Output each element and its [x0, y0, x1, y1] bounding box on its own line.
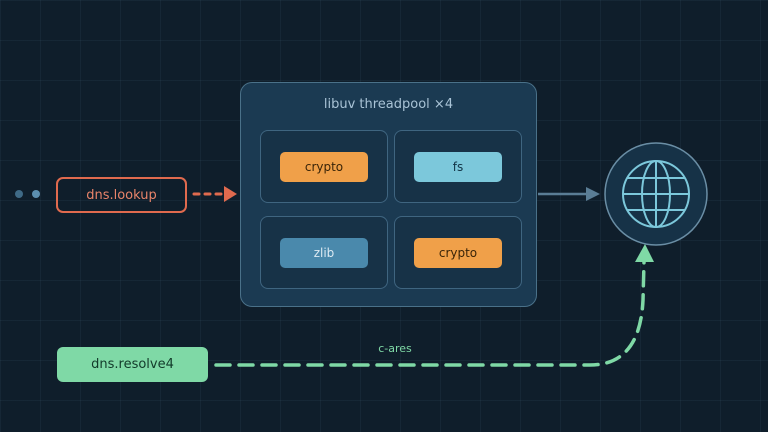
queue-dot [32, 190, 40, 198]
dns-resolve4-label: dns.resolve4 [91, 357, 174, 372]
worker-task-fs: fs [414, 151, 502, 182]
worker-slot: crypto [260, 130, 388, 203]
queue-dot [15, 190, 23, 198]
cares-edge-label: c-ares [378, 342, 412, 355]
pool-to-network-head [586, 187, 600, 201]
worker-task-crypto: crypto [280, 151, 368, 182]
globe-icon [604, 142, 708, 246]
dns-lookup-label: dns.lookup [86, 187, 157, 203]
dns-lookup-node: dns.lookup [56, 177, 187, 213]
dns-resolve4-node: dns.resolve4 [57, 347, 208, 382]
lookup-arrow-head [224, 186, 237, 202]
worker-task-crypto: crypto [414, 237, 502, 268]
worker-task-zlib: zlib [280, 237, 368, 268]
cares-path [214, 260, 646, 367]
threadpool-title: libuv threadpool ×4 [323, 97, 454, 112]
worker-slot: crypto [394, 216, 522, 289]
worker-slot: zlib [260, 216, 388, 289]
cares-arrow-head [635, 244, 654, 262]
threadpool-box: libuv threadpool ×4 crypto fs zlib crypt… [240, 82, 537, 307]
worker-slot: fs [394, 130, 522, 203]
